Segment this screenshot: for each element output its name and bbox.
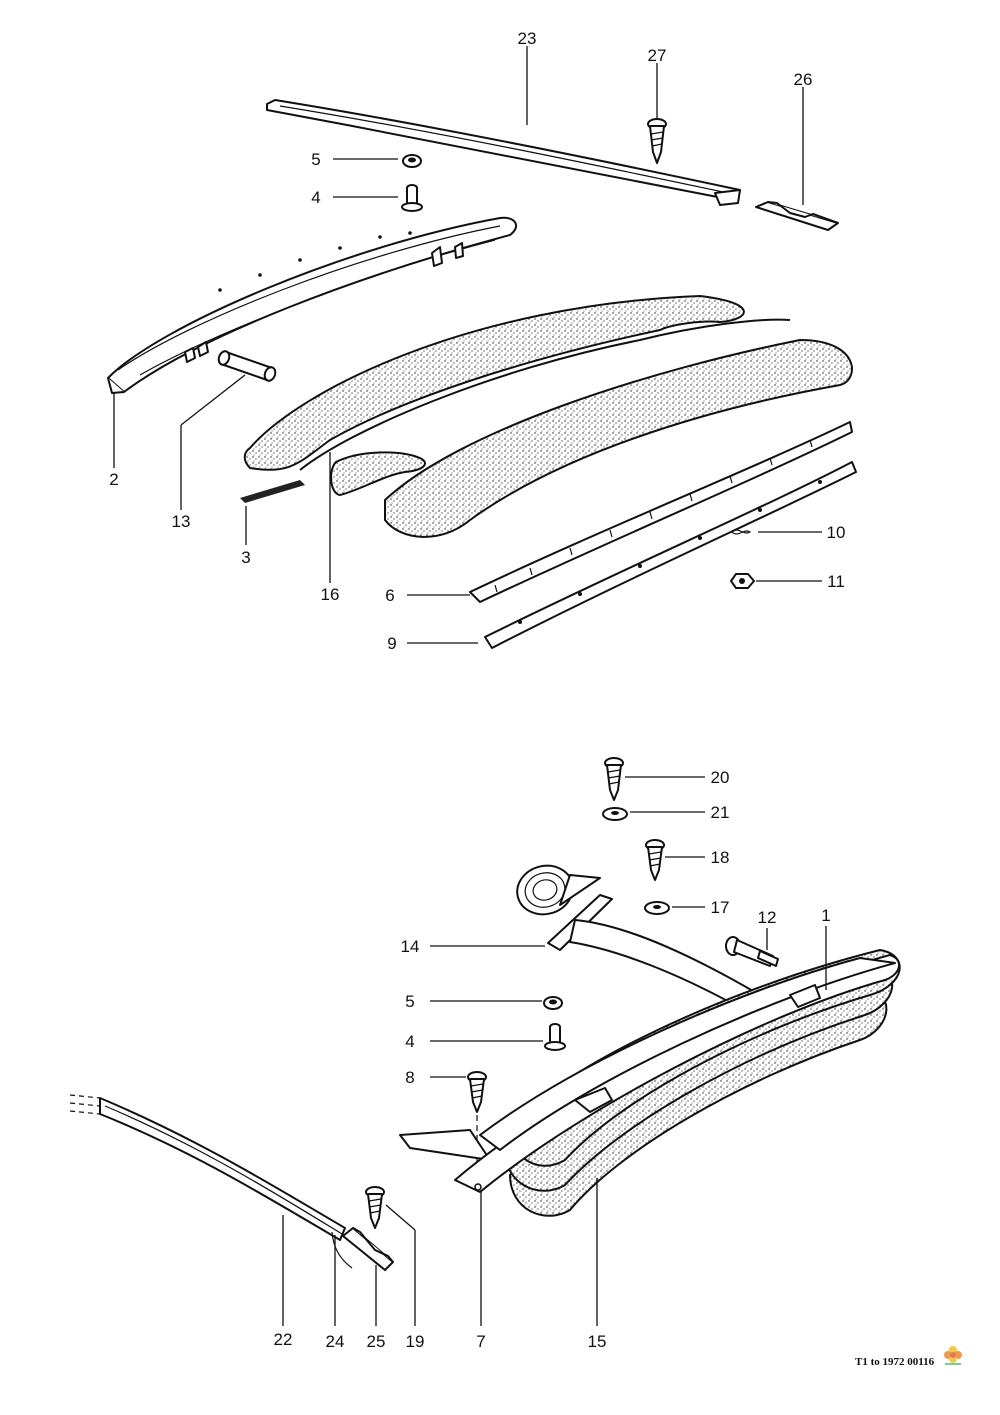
part-5-grommet-lower: [543, 996, 563, 1010]
label-25: 25: [367, 1332, 386, 1351]
part-16-headliner: [243, 295, 853, 538]
label-21: 21: [711, 803, 730, 822]
part-2-front-bow: [107, 216, 518, 394]
part-15-folded-top: [399, 949, 901, 1217]
label-20: 20: [711, 768, 730, 787]
part-21-washer: [602, 807, 628, 821]
part-20-screw: [604, 757, 624, 801]
part-14-roll-and-strap: [516, 864, 761, 1006]
part-17-washer: [644, 901, 670, 915]
upper-callout-labels: 23 27 26 5 4 2 13 3 16 6 9 10 11: [109, 29, 845, 653]
lower-leader-lines: [282, 776, 827, 1326]
part-6-tack-strip: [469, 421, 853, 603]
part-12-bolt: [725, 936, 779, 967]
label-7: 7: [476, 1332, 485, 1351]
label-1: 1: [821, 906, 830, 925]
part-23-rail: [266, 99, 741, 206]
lower-callout-labels: 20 21 18 17 12 1 14 5 4 8 22 24 25 19 7 …: [274, 768, 831, 1351]
part-10-spring-clip: [731, 529, 752, 535]
part-4-stud-lower: [544, 1023, 566, 1051]
part-25-clip: [342, 1227, 394, 1271]
label-26: 26: [794, 70, 813, 89]
label-2: 2: [109, 470, 118, 489]
label-9: 9: [387, 634, 396, 653]
part-26-clip: [755, 201, 839, 231]
label-3: 3: [241, 548, 250, 567]
label-27: 27: [648, 46, 667, 65]
part-3-strip: [240, 480, 305, 503]
label-16: 16: [321, 585, 340, 604]
label-12: 12: [758, 908, 777, 927]
part-13-pin: [217, 350, 277, 382]
part-19-screw: [365, 1186, 385, 1229]
label-5-lower: 5: [405, 992, 414, 1011]
footer-reference: T1 to 1972 00116: [855, 1356, 935, 1368]
upper-leader-lines: [113, 46, 822, 644]
label-23: 23: [518, 29, 537, 48]
label-8: 8: [405, 1068, 414, 1087]
label-11: 11: [827, 572, 845, 591]
label-14: 14: [401, 937, 420, 956]
part-22-rail: [69, 1094, 346, 1241]
part-4-stud: [401, 184, 423, 212]
part-9-retainer-strip: [484, 461, 857, 649]
label-4-upper: 4: [311, 188, 320, 207]
flower-logo-icon: [941, 1343, 965, 1367]
label-15: 15: [588, 1332, 607, 1351]
part-11-hex-nut: [730, 573, 755, 589]
label-4-lower: 4: [405, 1032, 414, 1051]
part-18-screw: [645, 839, 665, 881]
label-24: 24: [326, 1332, 345, 1351]
part-27-screw: [647, 118, 667, 164]
part-5-grommet: [402, 154, 422, 168]
part-24-seal: [331, 1231, 353, 1269]
label-17: 17: [711, 898, 730, 917]
label-22: 22: [274, 1330, 293, 1349]
label-10: 10: [827, 523, 846, 542]
label-18: 18: [711, 848, 730, 867]
label-13: 13: [172, 512, 191, 531]
label-19: 19: [406, 1332, 425, 1351]
label-5-upper: 5: [311, 150, 320, 169]
label-6: 6: [385, 586, 394, 605]
